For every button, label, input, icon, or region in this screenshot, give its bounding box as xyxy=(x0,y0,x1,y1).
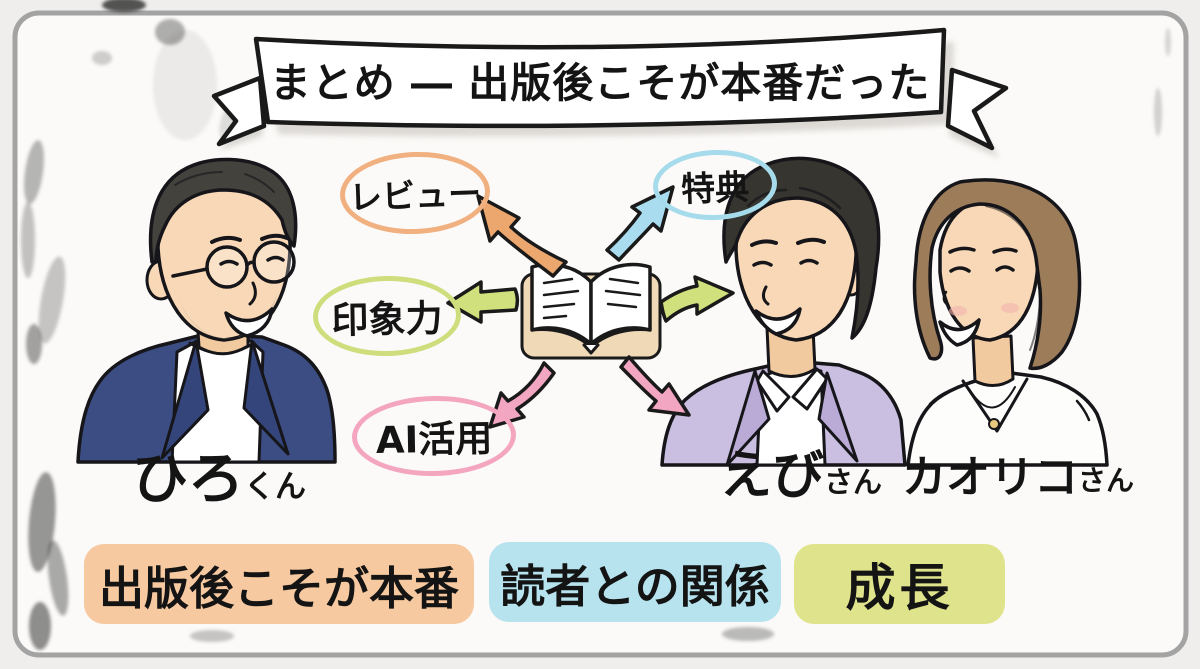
arrow-book-to-inshoryoku-icon xyxy=(446,280,520,324)
bubble-inshoryoku-label: 印象力 xyxy=(331,297,443,342)
bubble-tokuten-label: 特典 xyxy=(680,167,750,210)
person-name-hiro: ひろ くん xyxy=(132,452,306,508)
tag-after-publication-label: 出版後こそが本番 xyxy=(98,561,459,615)
tag-reader-relationship: 読者との関係 xyxy=(489,542,781,622)
person-name-kaoriko-honorific: さん xyxy=(1078,464,1135,497)
ribbon-banner-icon xyxy=(211,27,1009,158)
person-name-hiro-honorific: くん xyxy=(244,469,306,505)
tag-after-publication: 出版後こそが本番 xyxy=(84,544,474,624)
bubble-review-label: レビュー xyxy=(348,173,482,218)
banner-title: まとめ ― 出版後こそが本番だった xyxy=(269,59,931,107)
person-name-ebi: えび さん xyxy=(720,450,882,502)
tag-growth-label: 成長 xyxy=(845,559,954,617)
arrow-book-to-tokuten-icon xyxy=(605,185,675,262)
bubble-ai-katsuyo-label: AI活用 xyxy=(375,416,493,463)
arrow-book-to-ebi-pink-icon xyxy=(619,355,691,417)
person-name-kaoriko-main: カオリコ xyxy=(902,452,1078,503)
arrow-book-to-ai-icon xyxy=(488,361,556,429)
person-name-kaoriko: カオリコ さん xyxy=(902,456,1134,500)
tag-growth: 成長 xyxy=(794,544,1005,624)
arrow-book-to-review-icon xyxy=(476,194,568,278)
charcoal-smudges xyxy=(21,0,1171,650)
person-name-ebi-main: えび xyxy=(720,446,825,506)
illustration-ebi xyxy=(660,156,907,467)
person-name-ebi-honorific: さん xyxy=(824,465,883,499)
open-book-icon xyxy=(520,262,662,360)
illustration-hiro xyxy=(76,157,337,464)
illustration-kaoriko xyxy=(906,178,1109,467)
arrow-book-to-ebi-green-icon xyxy=(659,275,735,323)
tag-reader-relationship-label: 読者との関係 xyxy=(500,559,770,613)
person-name-hiro-main: ひろ xyxy=(132,447,244,512)
